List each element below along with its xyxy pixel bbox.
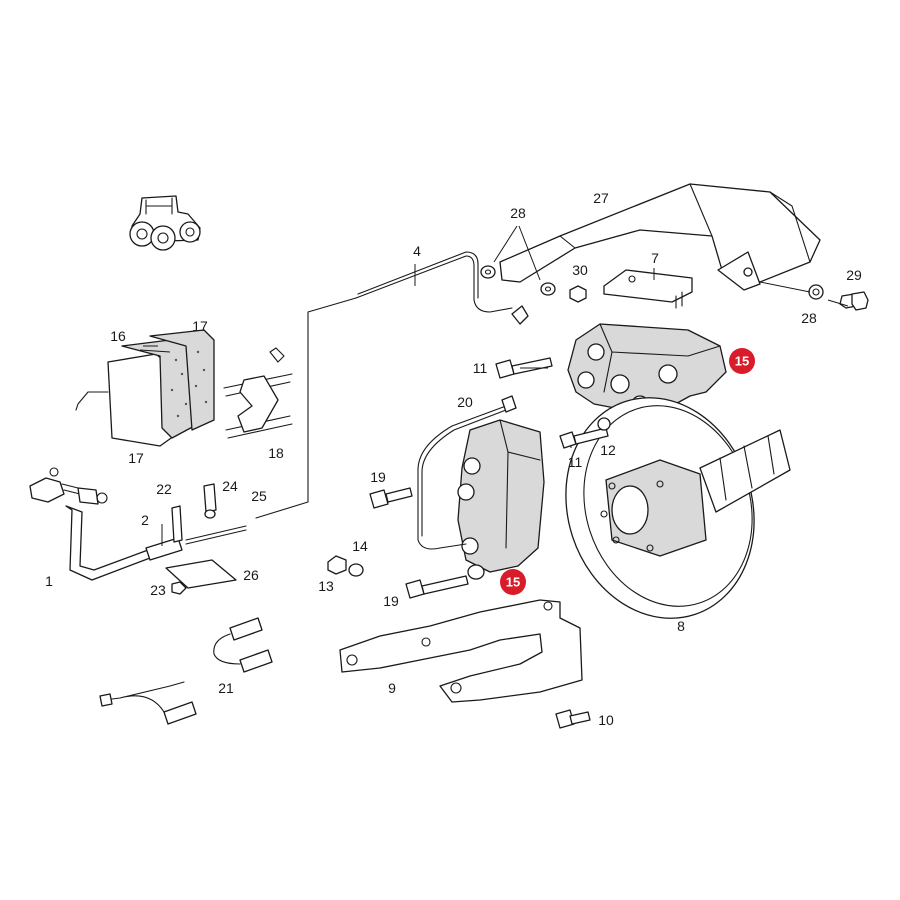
callout-19-lower: 19 [383,593,399,609]
callout-2: 2 [141,512,149,528]
lower-caliper [457,419,545,580]
callout-22: 22 [156,481,172,497]
callout-11-upper: 11 [473,360,488,376]
leader-lines [139,225,849,546]
callout-19-upper: 19 [370,469,386,485]
callout-12: 12 [600,442,616,458]
callout-28-upper: 28 [510,205,526,221]
mounting-plate [165,483,237,595]
callout-4: 4 [413,243,421,259]
wear-sensor [99,617,273,725]
callout-27: 27 [593,190,609,206]
brake-pipe [255,251,529,519]
brake-pads [75,329,215,447]
pad-pins-and-springs [223,347,293,439]
callout-20: 20 [457,394,473,410]
callout-17-upper: 17 [192,318,208,334]
callout-23: 23 [150,582,166,598]
callout-17-lower: 17 [128,450,144,466]
tractor-icon [129,195,201,251]
support-bracket [339,599,583,703]
callout-1: 1 [45,573,53,589]
highlighted-callout-15-lower[interactable]: 15 [500,569,526,595]
callout-8: 8 [677,618,685,634]
callout-14: 14 [352,538,368,554]
callout-13: 13 [318,578,334,594]
callout-labels: 1 2 4 7 8 9 10 11 11 12 13 14 16 17 17 1… [45,190,862,728]
upper-caliper [567,323,727,419]
brake-disc [565,397,791,619]
callout-26: 26 [243,567,259,583]
highlighted-callout-15-lower-label: 15 [506,575,520,590]
brake-shield [499,183,821,291]
highlighted-callout-15-upper[interactable]: 15 [729,348,755,374]
callout-16: 16 [110,328,126,344]
callout-11-lower: 11 [568,454,583,470]
callout-29: 29 [846,267,862,283]
callout-28-right: 28 [801,310,817,326]
callout-9: 9 [388,680,396,696]
caliper-pipe [417,395,517,550]
brake-hose [29,467,247,581]
callout-24: 24 [222,478,238,494]
bracket-plate [603,269,693,309]
callout-30: 30 [572,262,588,278]
highlighted-callout-15-upper-label: 15 [735,354,749,369]
callout-21: 21 [218,680,234,696]
callout-18: 18 [268,445,284,461]
callout-25: 25 [251,488,267,504]
callout-10: 10 [598,712,614,728]
callout-7: 7 [651,250,659,266]
bolts [327,357,611,729]
